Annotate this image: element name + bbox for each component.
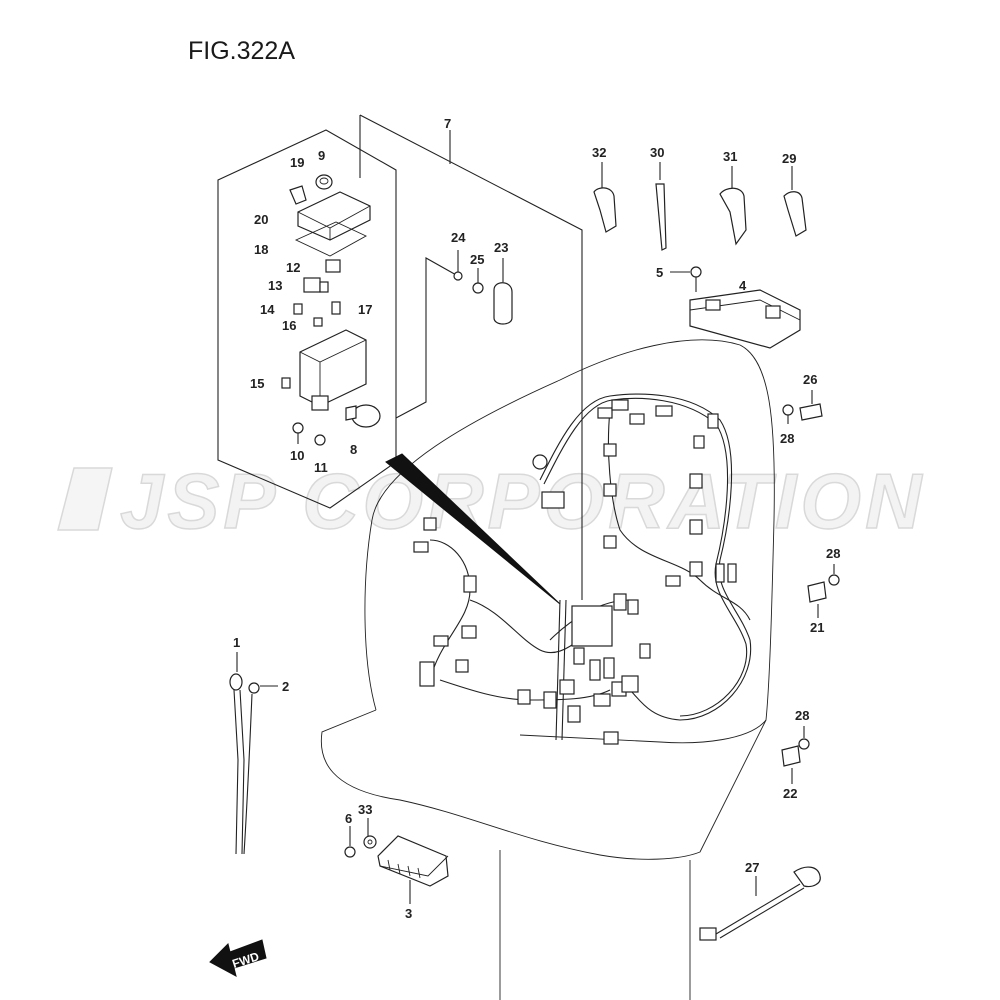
- callout-3: 3: [405, 906, 412, 921]
- part-8-cap: [345, 404, 381, 428]
- part-32-clamp: [593, 162, 617, 233]
- callout-26: 26: [803, 372, 817, 387]
- part-18-seal: [294, 221, 367, 257]
- watermark: JSP CORPORATION: [57, 456, 925, 546]
- callout-10: 10: [290, 448, 304, 463]
- watermark-text: JSP CORPORATION: [120, 457, 925, 545]
- callout-4: 4: [739, 278, 747, 293]
- part-17-fuse: [331, 301, 341, 315]
- callout-labels: 7 19 9 20 18 12 13 14 17 16 15 8 10 11 2…: [233, 116, 840, 921]
- part-15-fuse: [281, 377, 291, 389]
- part-29-clamp: [783, 166, 807, 237]
- part-22-plate: [781, 745, 801, 784]
- callout-18: 18: [254, 242, 268, 257]
- part-28-bolt-b: [828, 564, 840, 586]
- callout-12: 12: [286, 260, 300, 275]
- part-2-cable: [243, 682, 278, 855]
- callout-8: 8: [350, 442, 357, 457]
- callout-20: 20: [254, 212, 268, 227]
- callout-33: 33: [358, 802, 372, 817]
- callout-21: 21: [810, 620, 824, 635]
- part-33-washer: [363, 818, 377, 849]
- callout-30: 30: [650, 145, 664, 160]
- part-3-holder: [377, 835, 449, 904]
- engine-outline: [320, 339, 775, 1000]
- exploded-view-box: [217, 114, 583, 605]
- fwd-direction-badge: FWD: [209, 939, 267, 977]
- part-6-bolt: [344, 826, 356, 858]
- part-21-plate: [807, 581, 827, 618]
- part-14-fuse: [293, 303, 303, 315]
- part-13-relay: [303, 277, 329, 293]
- callout-17: 17: [358, 302, 372, 317]
- figure-title: FIG.322A: [188, 37, 295, 65]
- callout-23: 23: [494, 240, 508, 255]
- callout-16: 16: [282, 318, 296, 333]
- part-23-boot: [493, 258, 513, 325]
- part-30-tie: [655, 162, 667, 251]
- part-25-nut: [472, 268, 484, 294]
- callout-31: 31: [723, 149, 737, 164]
- callout-29: 29: [782, 151, 796, 166]
- callout-11: 11: [314, 460, 328, 475]
- part-5-bolt: [670, 266, 702, 292]
- part-20-fuse-box-cover: [297, 191, 371, 241]
- callout-7: 7: [444, 116, 451, 131]
- callout-25: 25: [470, 252, 484, 267]
- callout-5: 5: [656, 265, 663, 280]
- part-19-clip: [289, 185, 307, 205]
- part-4-bracket: [689, 289, 801, 349]
- part-12-relay: [325, 259, 341, 273]
- callout-15: 15: [250, 376, 264, 391]
- part-11-nut: [314, 434, 326, 446]
- part-9-grommet: [315, 174, 333, 190]
- callout-9: 9: [318, 148, 325, 163]
- callout-24: 24: [451, 230, 466, 245]
- callout-13: 13: [268, 278, 282, 293]
- callout-28-a: 28: [780, 431, 794, 446]
- callout-1: 1: [233, 635, 240, 650]
- part-10-bolt: [292, 422, 304, 444]
- callout-27: 27: [745, 860, 759, 875]
- part-1-cable: [229, 652, 245, 855]
- part-16-fuse: [313, 317, 323, 327]
- callout-32: 32: [592, 145, 606, 160]
- callout-28-b: 28: [826, 546, 840, 561]
- callout-22: 22: [783, 786, 797, 801]
- part-27-cable: [699, 866, 821, 941]
- part-26-plate: [799, 390, 823, 421]
- part-fuse-box-body: [299, 329, 367, 411]
- part-24-washer: [453, 250, 463, 281]
- callout-28-c: 28: [795, 708, 809, 723]
- callout-19: 19: [290, 155, 304, 170]
- part-28-bolt-c: [798, 726, 810, 750]
- callout-14: 14: [260, 302, 275, 317]
- callout-2: 2: [282, 679, 289, 694]
- part-28-bolt-a: [782, 404, 794, 424]
- wire-harness: [413, 393, 752, 745]
- part-31-clamp: [719, 166, 747, 246]
- callout-6: 6: [345, 811, 352, 826]
